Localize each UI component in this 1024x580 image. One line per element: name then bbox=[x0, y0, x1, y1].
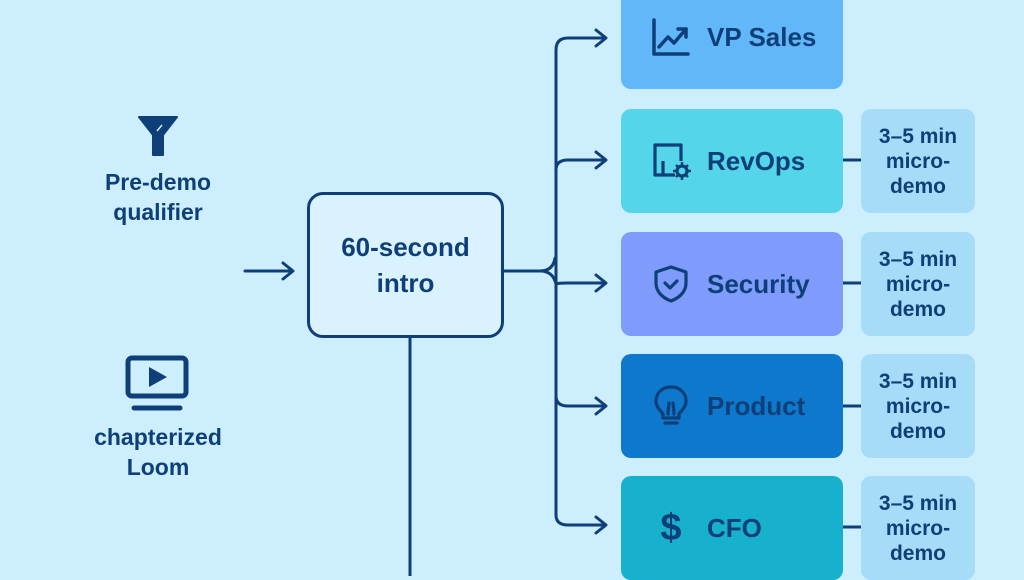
micro-demo-box-revops: 3–5 min micro- demo bbox=[861, 109, 975, 213]
role-label: Security bbox=[707, 268, 810, 299]
micro-demo-box-cfo: 3–5 min micro- demo bbox=[861, 476, 975, 580]
branch-trunk bbox=[554, 36, 607, 527]
intro-label-line2: intro bbox=[376, 268, 435, 298]
micro-demo-line3: demo bbox=[889, 297, 946, 321]
role-box-product: Product bbox=[621, 354, 843, 458]
arrow-vp-sales bbox=[594, 28, 608, 48]
role-box-vp-sales: VP Sales bbox=[621, 0, 843, 89]
micro-demo-line1: 3–5 min bbox=[878, 369, 958, 393]
intro-box: 60-second intro bbox=[307, 192, 504, 338]
micro-demo-line3: demo bbox=[889, 174, 946, 198]
lightbulb-icon bbox=[651, 385, 691, 426]
source-label-line2: Loom bbox=[126, 454, 190, 480]
micro-demo-box-security: 3–5 min micro- demo bbox=[861, 232, 975, 336]
micro-demo-line1: 3–5 min bbox=[878, 491, 958, 515]
arrow-security bbox=[554, 273, 608, 293]
arrow-product bbox=[554, 394, 608, 416]
micro-demo-line2: micro- bbox=[885, 149, 951, 173]
role-label: CFO bbox=[707, 512, 762, 543]
role-box-security: Security bbox=[621, 232, 843, 336]
role-label: VP Sales bbox=[707, 21, 817, 52]
role-box-cfo: $ CFO bbox=[621, 476, 843, 580]
micro-demo-line2: micro- bbox=[885, 394, 951, 418]
micro-demo-line1: 3–5 min bbox=[878, 247, 958, 271]
source-label-line2: qualifier bbox=[113, 199, 203, 225]
source-label-line1: chapterized bbox=[94, 424, 222, 450]
intro-label-line1: 60-second bbox=[341, 232, 470, 262]
micro-demo-line1: 3–5 min bbox=[878, 124, 958, 148]
role-box-revops: RevOps bbox=[621, 109, 843, 213]
micro-demo-line2: micro- bbox=[885, 516, 951, 540]
micro-demo-line2: micro- bbox=[885, 272, 951, 296]
video-monitor-icon bbox=[125, 355, 189, 411]
role-label: RevOps bbox=[707, 145, 806, 176]
micro-demo-box-product: 3–5 min micro- demo bbox=[861, 354, 975, 458]
arrow-cfo bbox=[594, 515, 608, 535]
source-chapterized-loom: chapterized Loom bbox=[58, 352, 258, 482]
dollar-icon: $ bbox=[660, 506, 682, 549]
micro-demo-line3: demo bbox=[889, 419, 946, 443]
shield-check-icon bbox=[651, 264, 691, 304]
arrow-revops bbox=[554, 150, 608, 172]
dashboard-gear-icon bbox=[651, 141, 691, 181]
intro-to-branch-line bbox=[502, 256, 558, 286]
source-label-line1: Pre-demo bbox=[104, 169, 212, 195]
source-pre-demo-qualifier: Pre-demo qualifier bbox=[58, 112, 258, 232]
input-arrow bbox=[243, 261, 295, 281]
micro-demo-line3: demo bbox=[889, 541, 946, 565]
role-label: Product bbox=[707, 390, 806, 421]
funnel-icon bbox=[138, 116, 178, 156]
chart-trend-icon bbox=[651, 17, 691, 57]
